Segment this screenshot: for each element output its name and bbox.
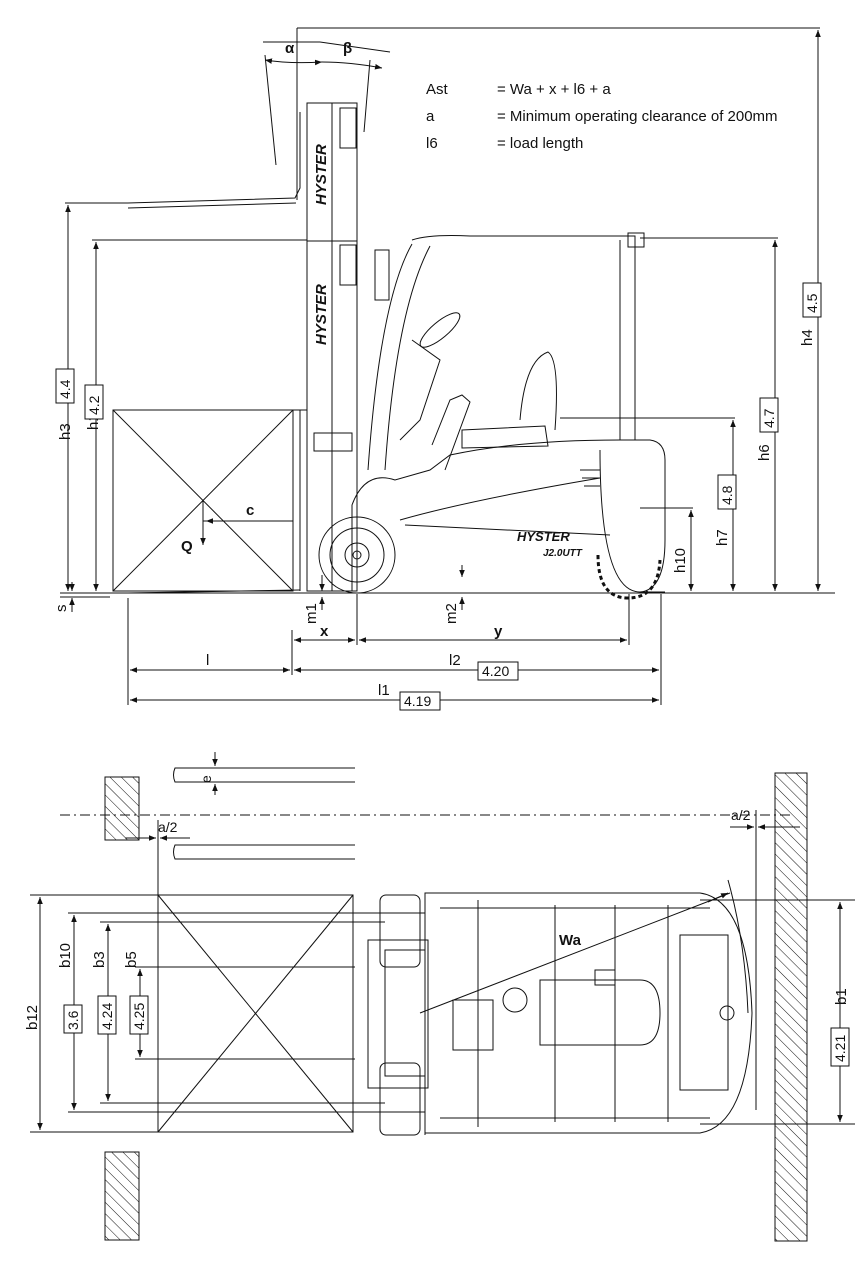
h7-label: h7 [714,529,731,546]
l2-label: l2 [449,652,461,669]
mast [293,102,358,592]
l-label: l [206,652,209,669]
load-box [112,409,294,592]
h4-ref: 4.5 [804,293,820,313]
side-view-labels: h4 4.5 h6 4.7 h7 4.8 h10 h3 4.4 h1 4.2 s… [53,282,822,711]
b10-ref-box [63,1004,83,1034]
b3-ref: 4.24 [99,1003,115,1030]
l2-ref-box [477,661,519,681]
x-label: x [320,623,329,640]
h6-ref-box [759,397,779,433]
l1-label: l1 [378,682,390,699]
b5-ref-box [129,995,149,1035]
h6-label: h6 [756,444,773,461]
b1-ref-box [830,1027,850,1067]
q-label: Q [181,538,193,555]
top-view [30,752,855,1242]
a2-right-label: a/2 [731,807,751,823]
wa-arc [727,879,749,1014]
mast-brand-upper: HYSTER [313,144,330,205]
legend: Ast = Wa + x + l6 + a a = Minimum operat… [426,81,778,152]
beta-label: β [343,40,352,57]
wa-label: Wa [559,932,582,949]
b1-label: b1 [833,988,850,1005]
h7-ref: 4.8 [719,485,735,505]
top-view-labels: a/2 a/2 Wa e b12 b10 3.6 b3 4.24 b5 4.25… [24,775,850,1067]
b12-label: b12 [24,1005,41,1030]
truck-body [351,232,666,593]
s-label: s [53,605,70,613]
h3-label: h3 [57,423,74,440]
h3-ref-box [55,368,75,404]
h7-ref-box [717,474,737,510]
h4-label: h4 [799,329,816,346]
a2-left-label: a/2 [158,819,178,835]
legend-def-l6: = load length [497,135,583,152]
b5-label: b5 [123,951,140,968]
m2-label: m2 [443,603,460,624]
b3-ref-box [97,995,117,1035]
b10-ref: 3.6 [65,1010,81,1030]
wall-block-top-left [104,776,140,841]
b1-ref: 4.21 [832,1035,848,1062]
b10-label: b10 [57,943,74,968]
legend-term-ast: Ast [426,81,449,98]
b5-ref: 4.25 [131,1003,147,1030]
wa-arc-line [419,892,731,1014]
mast-brand-lower: HYSTER [313,284,330,345]
rear-wheel [596,554,662,600]
m1-label: m1 [303,603,320,624]
legend-term-a: a [426,108,435,125]
l2-ref: 4.20 [482,663,509,679]
h1-ref-box [84,384,104,420]
h3-ref: 4.4 [57,379,73,399]
wall-block-bottom-left [104,1151,140,1241]
h10-label: h10 [672,548,689,573]
y-label: y [494,623,503,640]
legend-def-ast: = Wa + x + l6 + a [497,81,611,98]
wall-right [774,772,808,1242]
h1-ref: 4.2 [86,395,102,415]
l1-ref: 4.19 [404,693,431,709]
l1-ref-box [399,691,441,711]
e-label: e [198,775,214,783]
truck-plan [367,892,753,1136]
tilt-angle-lines [263,28,391,200]
truck-brand: HYSTER [517,529,570,544]
front-wheel [318,516,396,594]
h4-ref-box [802,282,822,318]
legend-def-a: = Minimum operating clearance of 200mm [497,108,778,125]
load-plan [157,767,355,1133]
side-view: α β HYSTER HYSTER c Q [60,27,835,705]
c-label: c [246,502,254,519]
truck-model: J2.0UTT [543,548,583,559]
raised-fork [127,112,301,204]
b3-label: b3 [91,951,108,968]
h6-ref: 4.7 [761,408,777,428]
alpha-label: α [285,40,295,57]
legend-term-l6: l6 [426,135,438,152]
lowered-fork [127,589,301,594]
